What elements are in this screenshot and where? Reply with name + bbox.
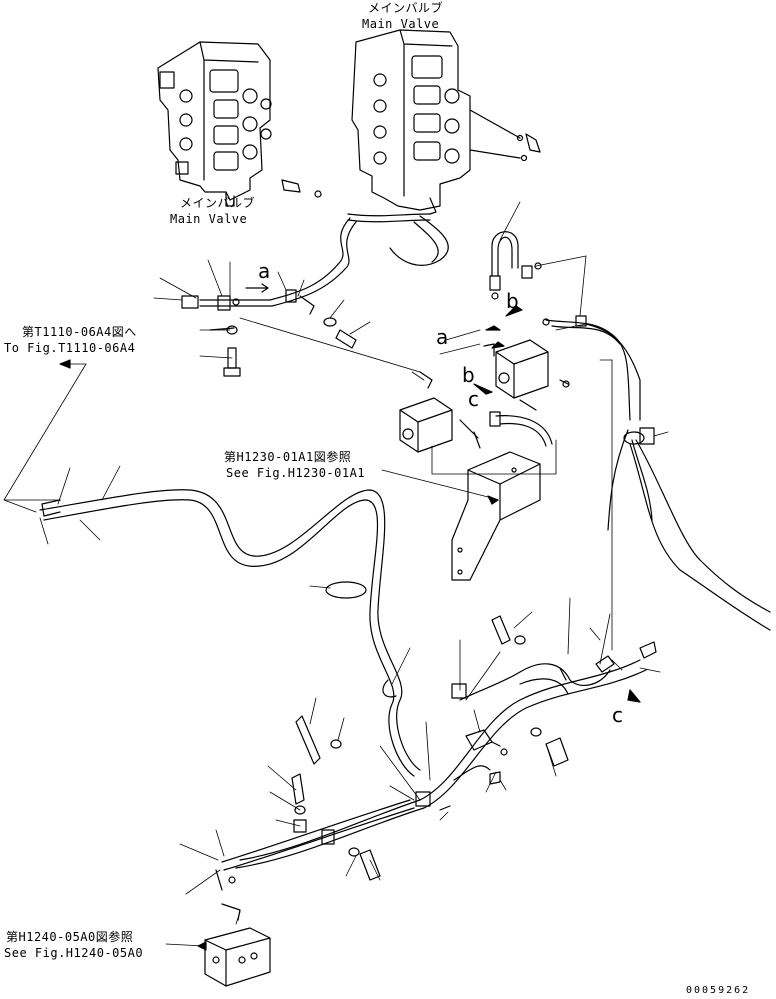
main-valve-top-label-jp: メインバルブ	[368, 1, 444, 15]
callout-a-upper: a	[258, 259, 271, 283]
spiral-wrapped-hose	[39, 489, 421, 777]
right-upper-hoses	[489, 231, 771, 631]
reference-h1240-en: See Fig.H1240-05A0	[4, 946, 144, 960]
solenoid-valve-blocks	[399, 339, 553, 581]
callout-b-lower: b	[462, 363, 475, 387]
flow-arrows	[59, 283, 641, 951]
main-valve-left-label-en: Main Valve	[170, 212, 248, 226]
leader-lines	[3, 201, 669, 947]
document-number: 00059262	[686, 985, 751, 996]
main-valve-top	[351, 29, 541, 215]
main-valve-top-label-en: Main Valve	[362, 17, 440, 31]
callout-a-lower: a	[436, 325, 449, 349]
reference-h1240-jp: 第H1240-05A0図参照	[6, 930, 134, 944]
upper-hoses	[181, 213, 449, 377]
lower-hoses	[204, 615, 657, 987]
main-valve-left	[157, 41, 322, 207]
reference-t1110-en: To Fig.T1110-06A4	[4, 341, 136, 355]
reference-h1230-jp: 第H1230-01A1図参照	[224, 450, 352, 464]
callout-c-upper: c	[468, 387, 479, 411]
callout-b-upper: b	[506, 289, 519, 313]
callout-c-lower: c	[612, 703, 623, 727]
reference-h1230-en: See Fig.H1230-01A1	[226, 466, 366, 480]
main-valve-left-label-jp: メインバルブ	[180, 196, 256, 210]
reference-t1110-jp: 第T1110-06A4図へ	[22, 325, 137, 339]
